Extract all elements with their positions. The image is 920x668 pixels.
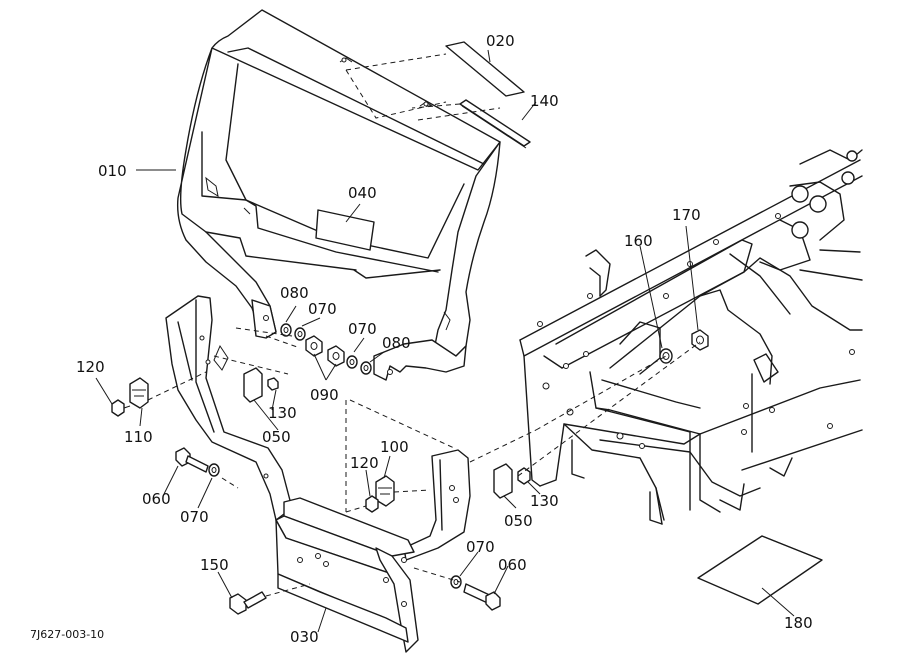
mounting-plate-030: [275, 497, 419, 653]
callout-150: 150: [200, 556, 229, 574]
callout-110: 110: [124, 428, 153, 446]
strip-020: [445, 41, 525, 97]
callout-050-right: 050: [504, 512, 533, 530]
callout-030: 030: [290, 628, 319, 646]
callout-090: 090: [310, 386, 339, 404]
washer-070-left: [294, 327, 306, 341]
callout-010: 010: [98, 162, 127, 180]
figure-code: 7J627-003-10: [30, 628, 104, 641]
nut-170: [691, 329, 709, 351]
callout-060-left: 060: [142, 490, 171, 508]
leader-lines: [95, 49, 795, 633]
front-guard-010: [176, 9, 501, 381]
callout-160: 160: [624, 232, 653, 250]
callout-130-left: 130: [268, 404, 297, 422]
callout-140: 140: [530, 92, 559, 110]
washer-070-right: [346, 355, 358, 369]
callout-070-bottom-left: 070: [180, 508, 209, 526]
callout-120-left: 120: [76, 358, 105, 376]
washer-080-right: [360, 361, 372, 375]
strip-140: [459, 99, 531, 149]
washer-070-bottom-left: [208, 463, 220, 477]
callout-080-left: 080: [280, 284, 309, 302]
callout-180: 180: [784, 614, 813, 632]
callout-060-right: 060: [498, 556, 527, 574]
nut-090-right: [327, 345, 345, 367]
callout-130-right: 130: [530, 492, 559, 510]
callout-070-left: 070: [308, 300, 337, 318]
bolt-060-right: [463, 583, 501, 611]
nut-130-right: [517, 467, 531, 485]
callout-080-right: 080: [382, 334, 411, 352]
callout-050-left: 050: [262, 428, 291, 446]
clip-110: [129, 377, 149, 409]
bolt-120-right: [365, 495, 379, 513]
washer-070-bottom-right: [450, 575, 462, 589]
callout-040: 040: [348, 184, 377, 202]
washer-080-left: [280, 323, 292, 337]
callout-170: 170: [672, 206, 701, 224]
washer-160: [659, 348, 673, 364]
callout-070-bottom-right: 070: [466, 538, 495, 556]
plate-050-small-right: [493, 463, 513, 499]
bolt-120-left: [111, 399, 131, 417]
callout-labels: 020 140 010 040 170 160 080 070 070 080 …: [30, 32, 813, 646]
decal-180: [697, 535, 823, 605]
callout-070-right: 070: [348, 320, 377, 338]
tractor-frame: [519, 149, 863, 525]
callout-120-right: 120: [350, 454, 379, 472]
nut-130-left: [267, 377, 279, 391]
plate-050-small-left: [243, 367, 263, 403]
bolt-060-left: [175, 447, 209, 473]
bolt-150: [229, 591, 267, 615]
callout-020: 020: [486, 32, 515, 50]
clip-100: [375, 475, 395, 507]
bracket-050-right: [403, 449, 471, 561]
nut-090-left: [305, 335, 323, 357]
callout-100: 100: [380, 438, 409, 456]
